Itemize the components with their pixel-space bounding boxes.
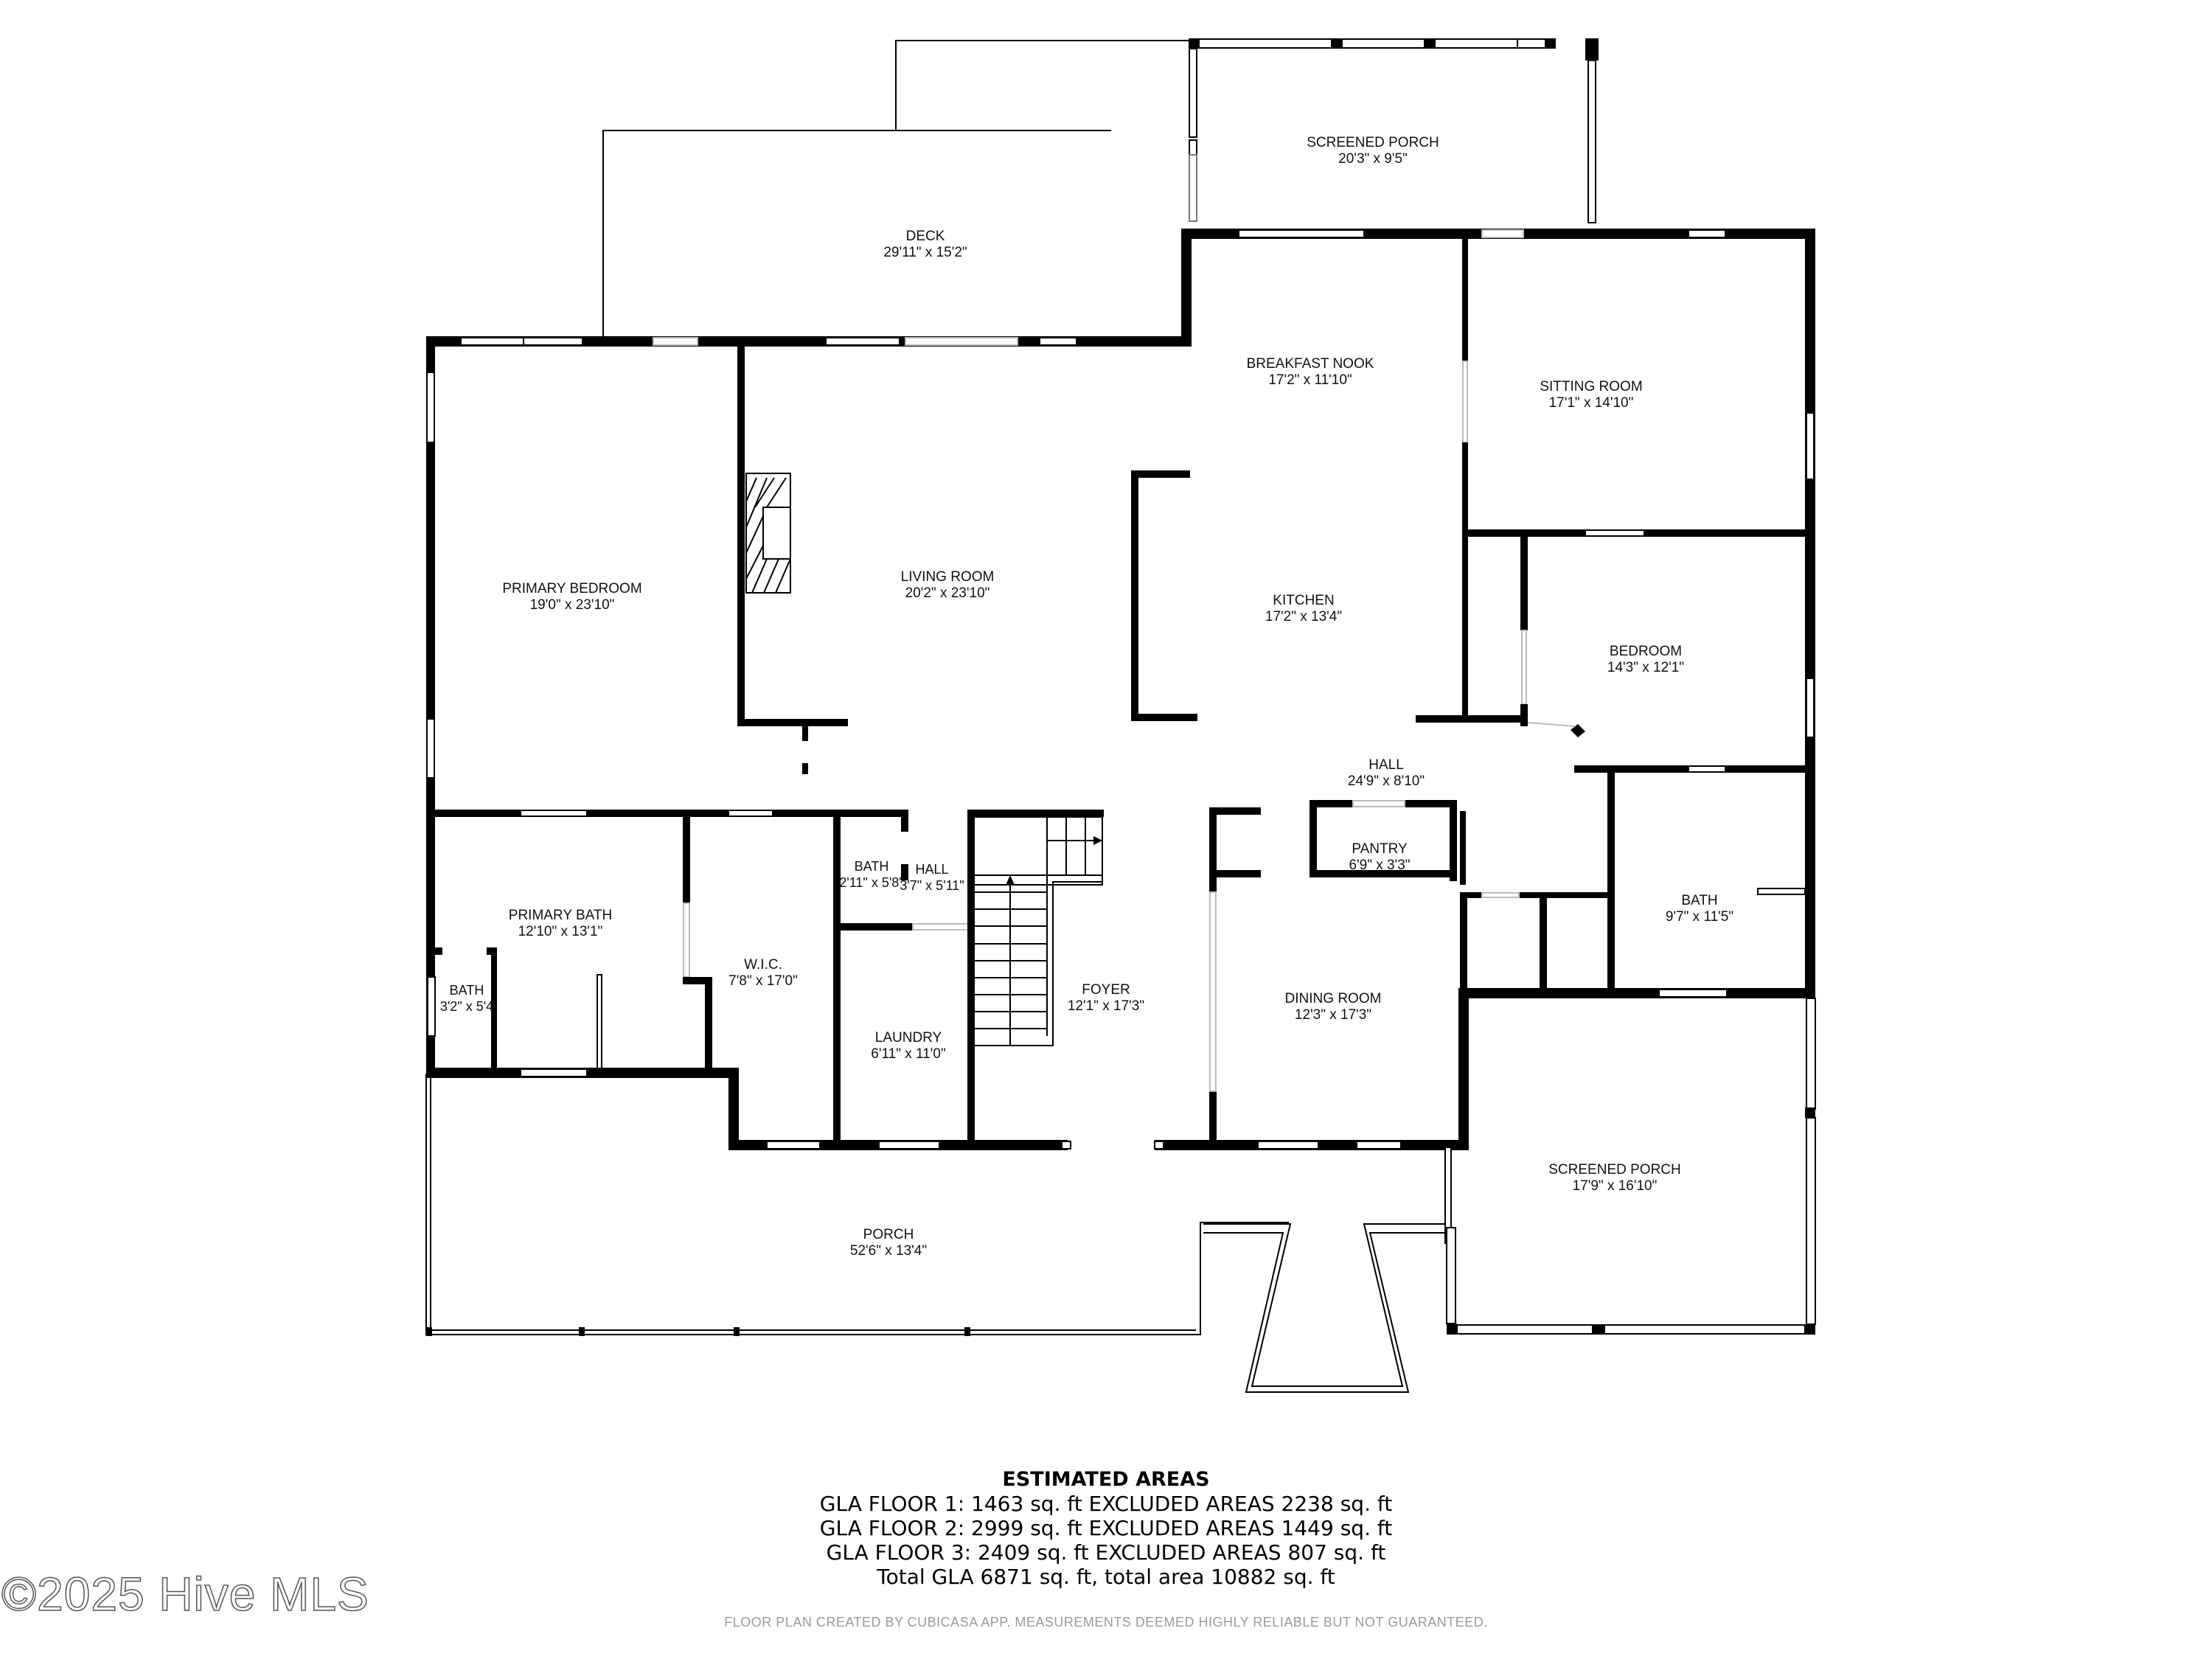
room-label-wic: W.I.C. 7'8" x 17'0" (728, 957, 798, 990)
room-name: PRIMARY BEDROOM (502, 581, 642, 597)
room-dimensions: 2'11" x 5'8" (839, 875, 904, 890)
room-dimensions: 19'0" x 23'10" (529, 597, 615, 613)
room-name: FOYER (1082, 982, 1130, 998)
room-name: BATH (854, 859, 889, 874)
room-dimensions: 3'2" x 5'4 (439, 999, 494, 1014)
room-label-hall-small: HALL 3'7" x 5'11" (900, 861, 964, 894)
room-dimensions: 14'3" x 12'1" (1607, 660, 1685, 675)
area-line-floor-1: GLA FLOOR 1: 1463 sq. ft EXCLUDED AREAS … (819, 1492, 1393, 1516)
room-name: HALL (1368, 757, 1404, 773)
room-dimensions: 12'1" x 17'3" (1067, 998, 1145, 1014)
room-label-foyer: FOYER 12'1" x 17'3" (1068, 982, 1144, 1015)
staircase (973, 816, 1103, 1046)
room-label-porch: PORCH 52'6" x 13'4" (850, 1227, 927, 1259)
room-name: BREAKFAST NOOK (1246, 356, 1374, 372)
estimated-areas-title: ESTIMATED AREAS (1002, 1468, 1210, 1491)
room-label-sitting-room: SITTING ROOM 17'1" x 14'10" (1540, 379, 1642, 411)
room-label-laundry: LAUNDRY 6'11" x 11'0" (871, 1030, 945, 1062)
room-name: DINING ROOM (1284, 991, 1382, 1006)
room-dimensions: 17'2" x 11'10" (1268, 372, 1352, 388)
room-dimensions: 17'1" x 14'10" (1548, 395, 1634, 411)
area-line-total: Total GLA 6871 sq. ft, total area 10882 … (877, 1565, 1335, 1589)
room-label-dining-room: DINING ROOM 12'3" x 17'3" (1285, 991, 1382, 1023)
room-label-living-room: LIVING ROOM 20'2" x 23'10" (901, 569, 995, 602)
room-name: SCREENED PORCH (1307, 135, 1439, 150)
deck-outline (602, 40, 1191, 341)
screened-porch-top-walls (1189, 38, 1599, 223)
room-name: BATH (449, 983, 484, 998)
room-name: HALL (915, 862, 949, 877)
room-dimensions: 12'3" x 17'3" (1294, 1007, 1372, 1023)
room-name: PANTRY (1352, 841, 1408, 857)
room-label-bath-primary-wc: BATH 3'2" x 5'4 (440, 982, 493, 1015)
room-label-breakfast-nook: BREAKFAST NOOK 17'2" x 11'10" (1247, 356, 1374, 389)
disclaimer-text: FLOOR PLAN CREATED BY CUBICASA APP. MEAS… (724, 1615, 1488, 1630)
screened-porch-bottom-walls (1444, 998, 1816, 1335)
interior-walls (427, 236, 1806, 1143)
room-dimensions: 17'2" x 13'4" (1265, 609, 1343, 625)
room-name: LIVING ROOM (900, 569, 995, 585)
room-label-bath-small: BATH 2'11" x 5'8" (839, 858, 903, 891)
room-name: BATH (1681, 893, 1718, 908)
room-dimensions: 52'6" x 13'4" (849, 1243, 928, 1259)
room-label-deck: DECK 29'11" x 15'2" (883, 229, 967, 261)
room-dimensions: 29'11" x 15'2" (883, 245, 967, 260)
room-name: DECK (905, 229, 945, 244)
room-name: SITTING ROOM (1540, 379, 1643, 394)
room-dimensions: 20'3" x 9'5" (1338, 151, 1408, 167)
room-label-primary-bath: PRIMARY BATH 12'10" x 13'1" (509, 908, 612, 940)
room-dimensions: 7'8" x 17'0" (728, 973, 798, 989)
room-dimensions: 9'7" x 11'5" (1665, 909, 1734, 925)
room-label-kitchen: KITCHEN 17'2" x 13'4" (1265, 593, 1342, 625)
estimated-areas-summary: ESTIMATED AREAS GLA FLOOR 1: 1463 sq. ft… (820, 1467, 1392, 1589)
room-dimensions: 6'9" x 3'3" (1349, 858, 1411, 873)
room-label-screened-porch-top: SCREENED PORCH 20'3" x 9'5" (1307, 135, 1439, 167)
room-name: LAUNDRY (874, 1030, 942, 1046)
room-dimensions: 6'11" x 11'0" (871, 1046, 946, 1062)
room-label-primary-bedroom: PRIMARY BEDROOM 19'0" x 23'10" (502, 581, 641, 613)
room-dimensions: 12'10" x 13'1" (518, 924, 603, 939)
room-name: PORCH (863, 1227, 914, 1242)
copyright-watermark: ©2025 Hive MLS (1, 1567, 369, 1621)
room-name: W.I.C. (744, 957, 782, 973)
room-name: KITCHEN (1273, 593, 1335, 608)
porch-outline (425, 1074, 1450, 1393)
room-dimensions: 24'9" x 8'10" (1347, 773, 1425, 789)
room-label-hall-main: HALL 24'9" x 8'10" (1348, 757, 1425, 790)
room-name: BEDROOM (1609, 644, 1683, 659)
area-line-floor-2: GLA FLOOR 2: 2999 sq. ft EXCLUDED AREAS … (819, 1516, 1393, 1540)
area-line-floor-3: GLA FLOOR 3: 2409 sq. ft EXCLUDED AREAS … (826, 1540, 1386, 1565)
room-label-bath-right: BATH 9'7" x 11'5" (1666, 893, 1733, 925)
main-house-walls (426, 229, 1815, 1150)
room-name: PRIMARY BATH (508, 908, 613, 923)
room-label-pantry: PANTRY 6'9" x 3'3" (1349, 841, 1410, 874)
room-label-screened-porch-bottom: SCREENED PORCH 17'9" x 16'10" (1548, 1162, 1680, 1194)
room-name: SCREENED PORCH (1548, 1162, 1681, 1178)
room-dimensions: 17'9" x 16'10" (1572, 1178, 1658, 1194)
room-dimensions: 3'7" x 5'11" (900, 878, 964, 893)
room-dimensions: 20'2" x 23'10" (905, 585, 990, 601)
room-label-bedroom: BEDROOM 14'3" x 12'1" (1607, 644, 1684, 676)
